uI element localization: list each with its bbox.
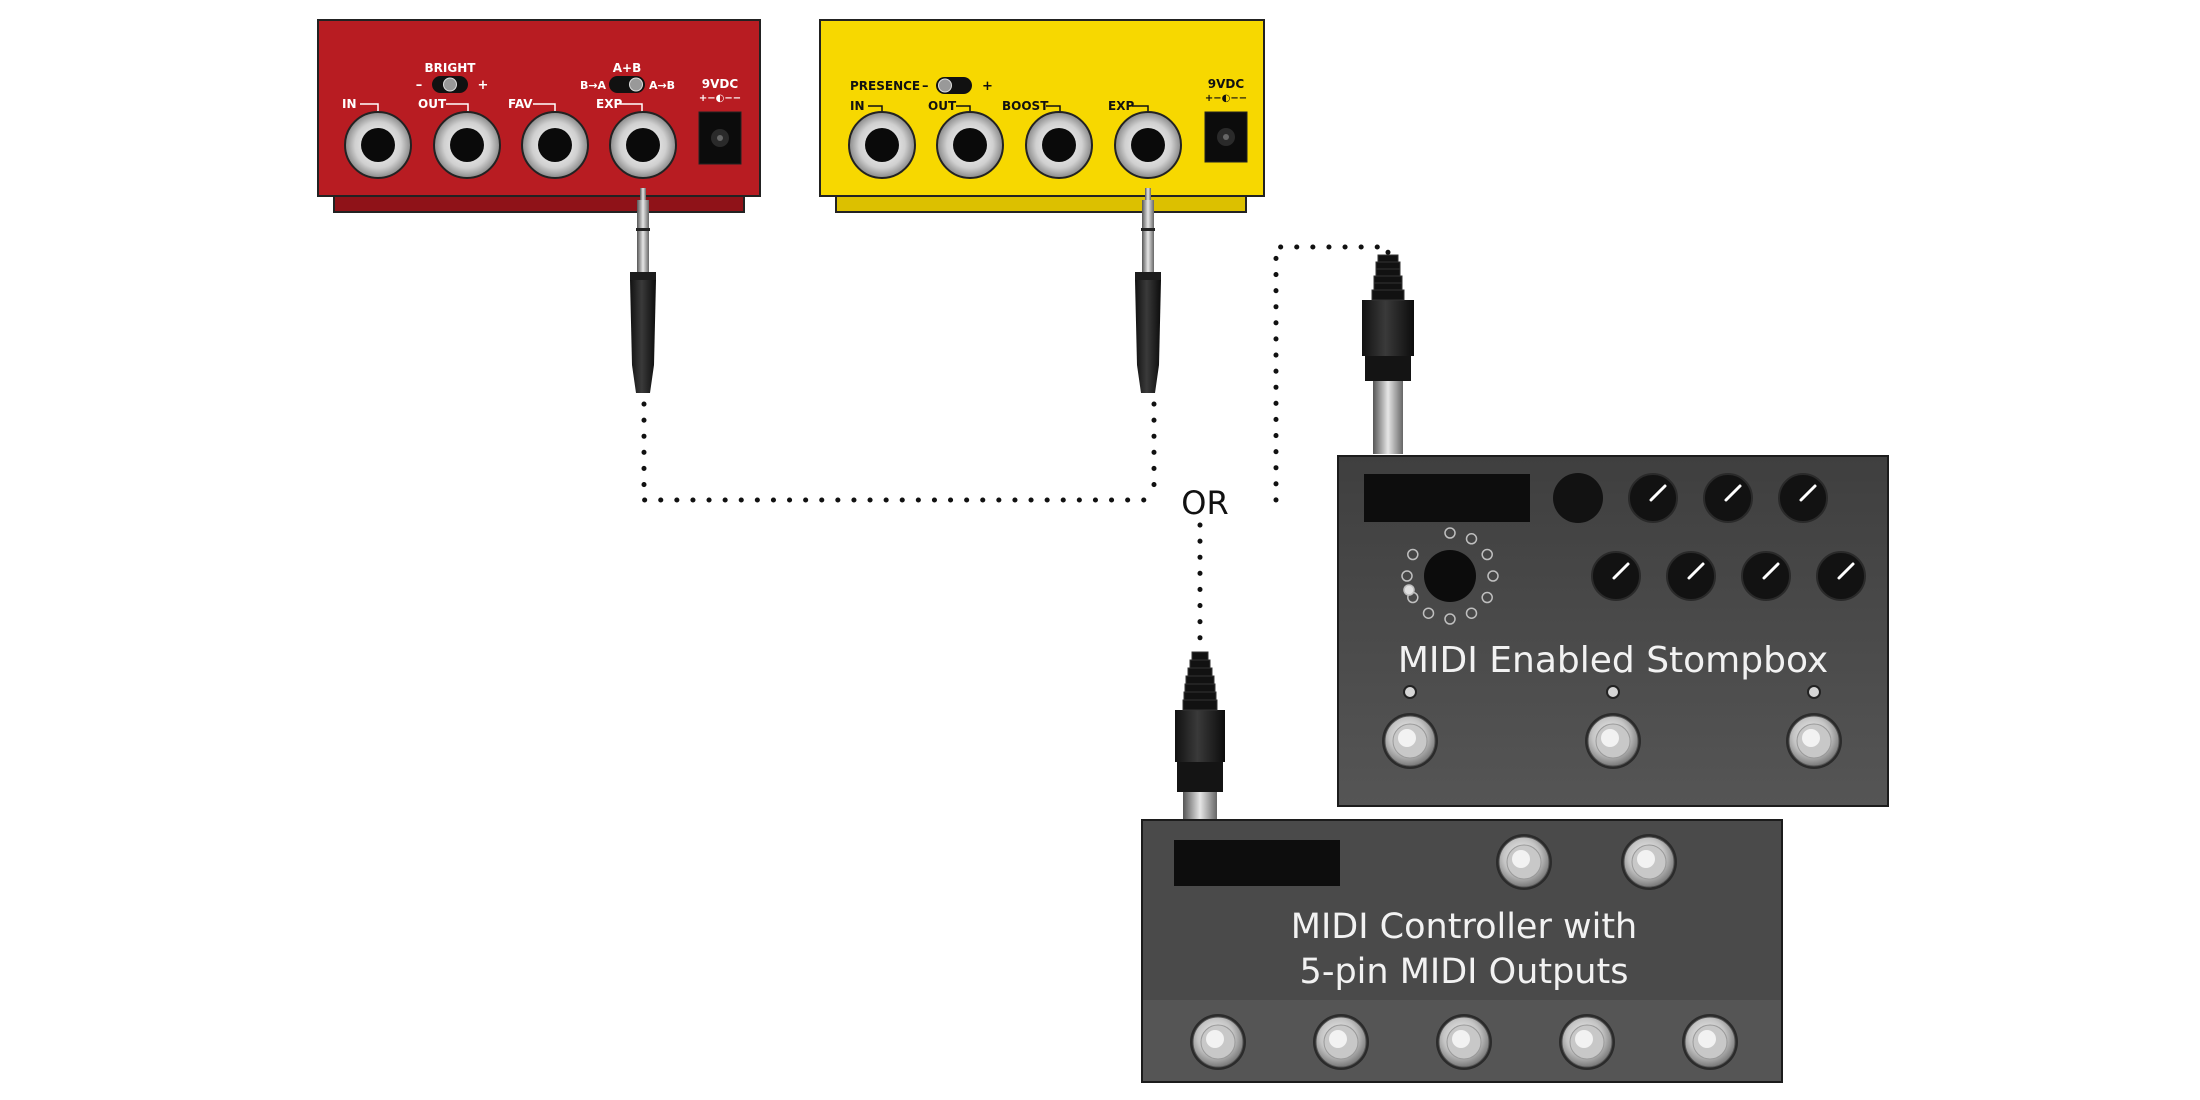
dotted-cables [641,244,1391,643]
stompbox-knob-bottom-2[interactable] [1666,551,1716,601]
jack-in[interactable] [344,111,412,179]
power-jack[interactable] [698,111,742,165]
ring-led [1401,570,1413,582]
midi-stompbox: MIDI Enabled Stompbox [1337,455,1889,807]
controller-footswitch-1[interactable] [1190,1014,1246,1070]
presence-switch-label: PRESENCE [850,79,920,93]
ring-led [1487,570,1499,582]
ab-left-label: B→A [580,79,607,92]
yellow-power-label: 9VDC [1208,77,1245,91]
stompbox-display [1364,474,1530,522]
stompbox-knob-bottom-1[interactable] [1591,551,1641,601]
stompbox-preset-knob[interactable] [1424,550,1476,602]
controller-footswitch-top-2[interactable] [1621,834,1677,890]
ab-switch-label: A+B [613,61,642,75]
midi-plug-controller [1175,651,1225,820]
bright-minus-label: – [416,78,423,93]
ab-toggle-switch[interactable] [609,76,645,93]
trs-plug-yellow [1135,188,1161,393]
stompbox-led-3 [1807,685,1821,699]
jack-out-label: OUT [418,97,447,111]
midi-controller: MIDI Controller with 5-pin MIDI Outputs [1141,819,1783,1083]
controller-footswitch-top-1[interactable] [1496,834,1552,890]
yellow-jack-in-label: IN [850,99,865,113]
stompbox-led-2 [1606,685,1620,699]
ring-led [1481,591,1493,604]
yellow-jack-exp-label: EXP [1108,99,1134,113]
jack-in-label: IN [342,97,357,111]
controller-title-line1: MIDI Controller with [1291,907,1637,947]
ring-led [1444,613,1456,625]
stompbox-knob-bottom-4[interactable] [1816,551,1866,601]
bright-toggle-switch[interactable] [432,76,468,93]
ring-led [1465,533,1478,545]
yellow-pedal: PRESENCE – + IN OUT BOOST EXP 9VDC +−◐−− [819,19,1265,213]
stompbox-footswitch-3[interactable] [1786,713,1842,769]
ring-led [1481,548,1493,561]
yellow-jack-boost-label: BOOST [1002,99,1049,113]
jack-out[interactable] [433,111,501,179]
stompbox-footswitch-1[interactable] [1382,713,1438,769]
yellow-jack-boost[interactable] [1025,111,1093,179]
presence-minus-label: – [922,79,929,94]
ring-led [1444,527,1456,539]
controller-footswitch-2[interactable] [1313,1014,1369,1070]
controller-title-line2: 5-pin MIDI Outputs [1300,952,1629,992]
trs-plug-red [630,188,656,393]
controller-footswitch-3[interactable] [1436,1014,1492,1070]
stompbox-led-ring [1401,527,1499,625]
presence-toggle-switch[interactable] [936,77,972,94]
bright-plus-label: + [478,78,489,93]
power-label: 9VDC [702,77,739,91]
bright-switch-label: BRIGHT [425,61,477,75]
yellow-jack-out[interactable] [936,111,1004,179]
yellow-power-jack[interactable] [1204,111,1248,163]
jack-fav-label: FAV [508,97,533,111]
red-pedal: BRIGHT – + A+B B→A A→B IN OUT FAV EXP 9V… [317,19,761,213]
ab-right-label: A→B [649,79,675,92]
jack-exp[interactable] [609,111,677,179]
stompbox-knob-top-1[interactable] [1628,473,1678,523]
ring-led-active [1403,584,1415,596]
controller-footswitch-4[interactable] [1559,1014,1615,1070]
stompbox-knob-bottom-3[interactable] [1741,551,1791,601]
jack-fav[interactable] [521,111,589,179]
stompbox-footswitch-2[interactable] [1585,713,1641,769]
ring-led [1465,607,1478,619]
ring-led [1407,548,1419,561]
yellow-jack-in[interactable] [848,111,916,179]
stompbox-led-1 [1403,685,1417,699]
stompbox-knob-top-2[interactable] [1703,473,1753,523]
ring-led [1422,607,1435,619]
stompbox-round-button[interactable] [1553,473,1603,523]
stompbox-title: MIDI Enabled Stompbox [1398,640,1828,681]
midi-plug-stompbox [1362,254,1414,454]
controller-footswitch-5[interactable] [1682,1014,1738,1070]
power-polarity-label: +−◐−− [699,93,741,104]
presence-plus-label: + [982,79,993,94]
jack-exp-label: EXP [596,97,622,111]
or-label: OR [1181,484,1228,522]
yellow-jack-out-label: OUT [928,99,957,113]
controller-display [1174,840,1340,886]
yellow-jack-exp[interactable] [1114,111,1182,179]
yellow-power-polarity-label: +−◐−− [1205,93,1247,104]
stompbox-knob-top-3[interactable] [1778,473,1828,523]
